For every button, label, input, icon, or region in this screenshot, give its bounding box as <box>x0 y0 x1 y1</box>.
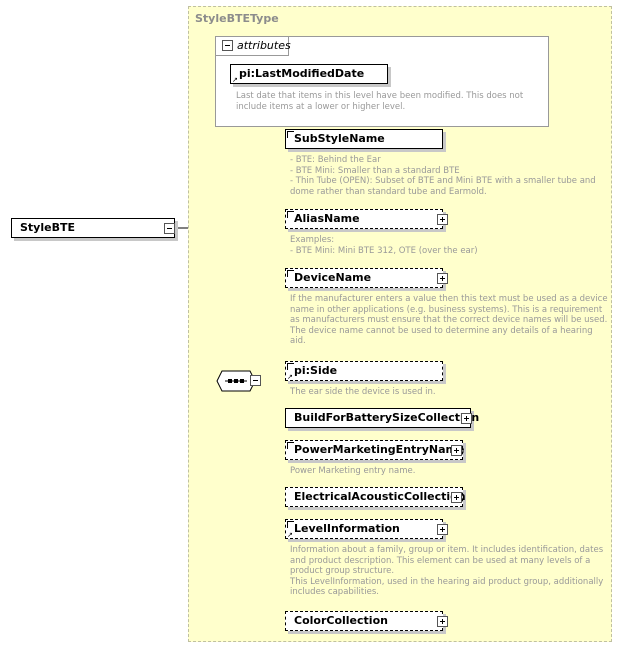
element-pi-side[interactable]: pi:Side <box>285 361 443 381</box>
element-doc: Examples: - BTE Mini: Mini BTE 312, OTE … <box>290 235 478 256</box>
element-doc: The ear side the device is used in. <box>290 387 436 397</box>
expand-aliasname-icon[interactable] <box>437 214 448 225</box>
element-devicename[interactable]: DeviceName <box>285 268 443 288</box>
element-buildforbatterysizecollection[interactable]: BuildForBatterySizeCollection <box>285 408 479 428</box>
doc-marker-icon <box>287 270 294 277</box>
doc-marker-icon <box>287 521 294 528</box>
expand-colorcollection-icon[interactable] <box>437 616 448 627</box>
element-name: DeviceName <box>294 271 372 284</box>
element-name: LevelInformation <box>294 522 400 535</box>
root-element[interactable]: StyleBTE <box>11 218 175 238</box>
collapse-root-icon[interactable] <box>164 223 175 234</box>
element-name: ColorCollection <box>294 614 388 627</box>
collapse-sequence-icon[interactable] <box>250 375 261 386</box>
element-doc: - BTE: Behind the Ear - BTE Mini: Smalle… <box>290 155 596 197</box>
doc-marker-icon <box>287 363 294 370</box>
element-doc: Power Marketing entry name. <box>290 466 416 476</box>
complex-type-title: StyleBTEType <box>195 12 279 25</box>
doc-marker-icon <box>287 211 294 218</box>
element-name: PowerMarketingEntryName <box>294 443 465 456</box>
element-aliasname[interactable]: AliasName <box>285 209 443 229</box>
doc-marker-icon <box>287 442 294 449</box>
element-name: BuildForBatterySizeCollection <box>294 411 480 424</box>
expand-powermarketingentryname-icon[interactable] <box>451 445 462 456</box>
element-arrow-icon: ↗ <box>287 531 293 539</box>
element-powermarketingentryname[interactable]: PowerMarketingEntryName <box>285 440 465 460</box>
element-electricalacousticcollection[interactable]: ElectricalAcousticCollection <box>285 487 466 507</box>
attribute-doc: Last date that items in this level have … <box>236 91 524 112</box>
attributes-label: attributes <box>237 39 291 52</box>
expand-electricalacousticcollection-icon[interactable] <box>451 492 462 503</box>
expand-levelinformation-icon[interactable] <box>437 524 448 535</box>
collapse-attributes-icon[interactable] <box>222 40 233 51</box>
attribute-element[interactable]: pi:LastModifiedDate <box>230 64 388 84</box>
element-colorcollection[interactable]: ColorCollection <box>285 611 443 631</box>
element-doc: Information about a family, group or ite… <box>290 545 604 598</box>
expand-buildforbatterysizecollection-icon[interactable] <box>461 413 472 424</box>
element-substylename[interactable]: SubStyleName <box>285 129 443 149</box>
element-name: AliasName <box>294 212 360 225</box>
expand-devicename-icon[interactable] <box>437 273 448 284</box>
element-levelinformation[interactable]: LevelInformation <box>285 519 443 539</box>
sequence-icon[interactable] <box>216 370 256 392</box>
root-element-name: StyleBTE <box>20 221 75 234</box>
attributes-tab <box>215 36 289 56</box>
attribute-arrow-icon: ↗ <box>232 76 238 84</box>
element-doc: If the manufacturer enters a value then … <box>290 294 608 347</box>
doc-marker-icon <box>287 131 294 138</box>
element-arrow-icon: ↗ <box>287 373 293 381</box>
attribute-name: pi:LastModifiedDate <box>239 67 365 80</box>
element-name: ElectricalAcousticCollection <box>294 490 466 503</box>
element-name: SubStyleName <box>294 132 385 145</box>
element-name: pi:Side <box>294 364 338 377</box>
